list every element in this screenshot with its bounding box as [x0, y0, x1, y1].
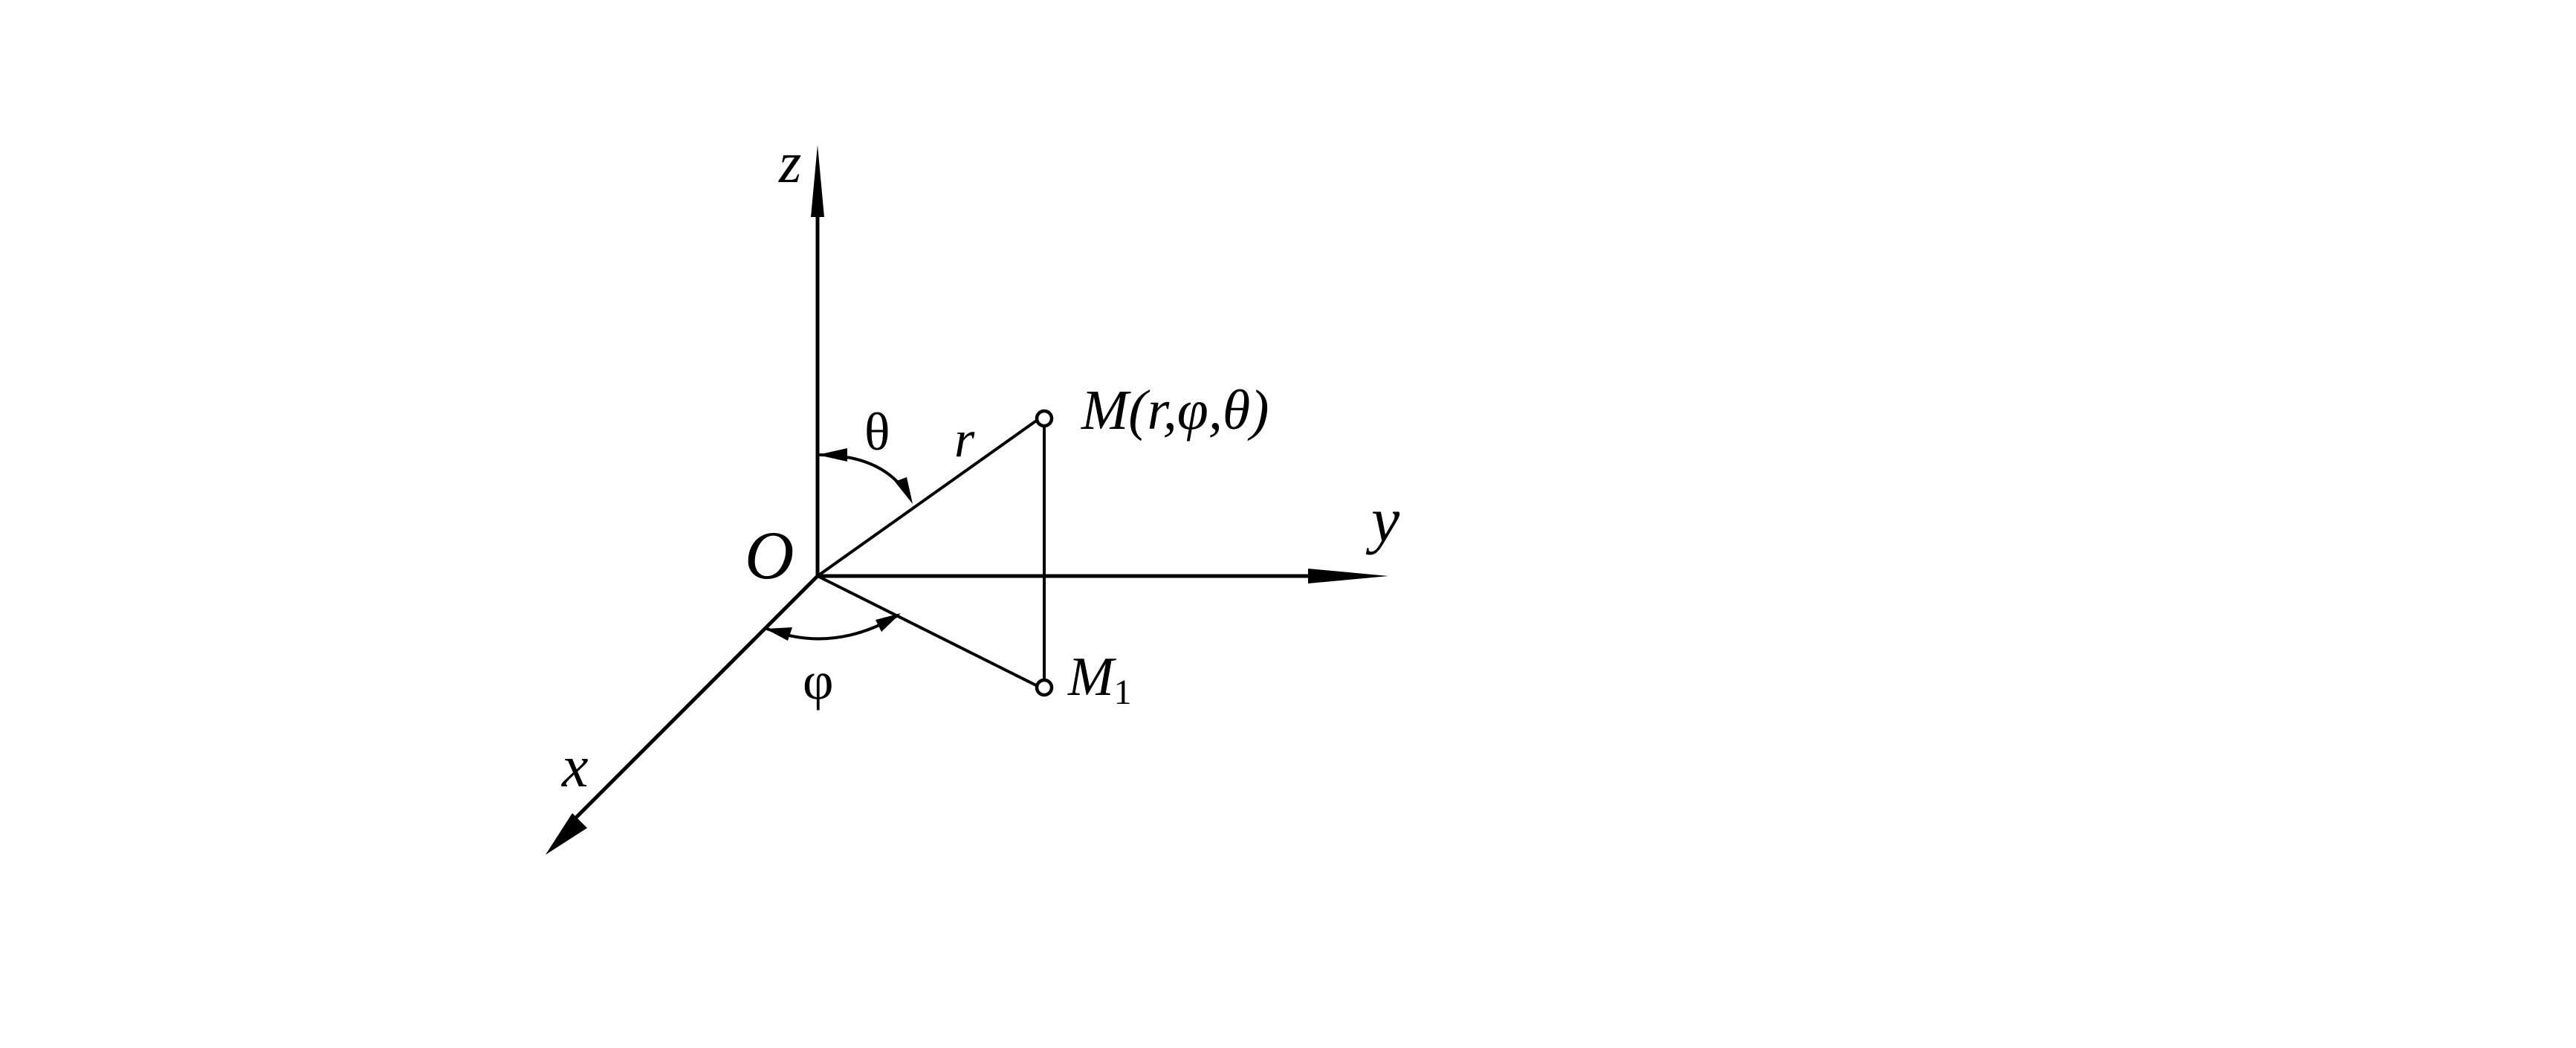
point-m	[1035, 409, 1054, 428]
point-m1	[1035, 678, 1054, 697]
x-axis	[566, 574, 820, 827]
point-m-label: M(r,φ,θ)	[1081, 379, 1269, 441]
theta-arc-arrowhead-end	[895, 477, 913, 504]
y-axis-arrowhead	[1308, 569, 1388, 583]
phi-arc-arrowhead-start	[766, 627, 792, 641]
y-axis-label: y	[1365, 484, 1400, 555]
z-axis-arrowhead	[811, 145, 824, 217]
point-m1-label-subscript: 1	[1114, 673, 1132, 712]
theta-label: θ	[864, 402, 890, 462]
phi-label: φ	[803, 651, 834, 711]
x-axis-arrowhead	[546, 813, 587, 855]
x-axis-label: x	[561, 734, 589, 800]
z-axis-label: z	[778, 130, 801, 195]
radius-label: r	[954, 411, 975, 468]
point-m1-label-base: M	[1067, 647, 1117, 708]
theta-arc-arrowhead-start	[818, 448, 847, 462]
phi-arc-arrowhead-end	[876, 613, 901, 632]
radius-vector	[816, 416, 1042, 578]
origin-label: O	[745, 517, 794, 593]
projection-line	[816, 575, 1042, 689]
point-m1-label: M1	[1067, 647, 1132, 712]
